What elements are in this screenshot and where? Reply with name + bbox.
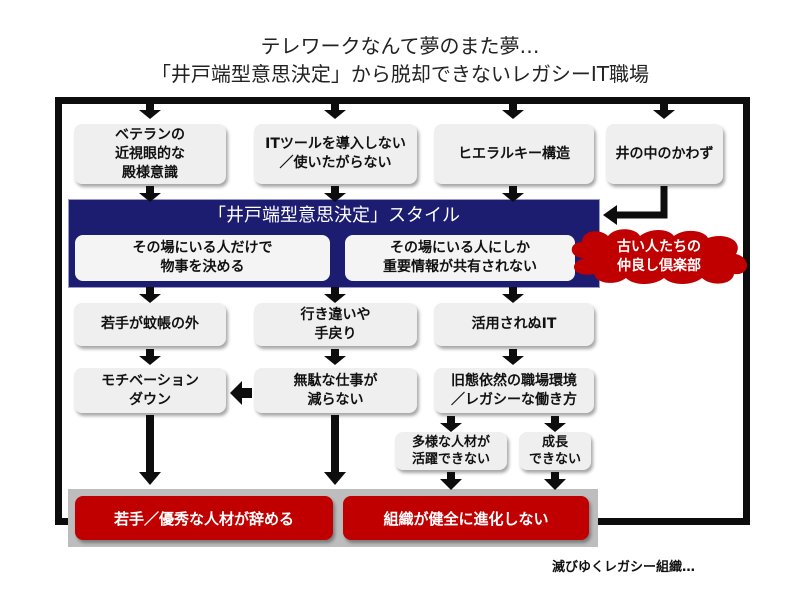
arrow-down-icon (139, 103, 161, 119)
style-item-info-not-shared: その場にいる人にしか 重要情報が共有されない (345, 235, 575, 281)
outcome-talent-leaves: 若手／優秀な人材が辞める (75, 496, 333, 540)
arrow-down-icon (440, 479, 462, 490)
style-item-decide-locally: その場にいる人だけで 物事を決める (75, 235, 330, 281)
arrow-down-icon (502, 349, 524, 365)
arrow-down-icon (324, 349, 346, 365)
arrow-down-icon (502, 186, 524, 202)
arrow-down-icon (440, 416, 462, 432)
style-block-title: 「井戸端型意思決定」スタイル (208, 205, 460, 226)
arrow-down-icon (139, 287, 161, 303)
cloud-label: 古い人たちの 仲良し倶楽部 (617, 239, 701, 274)
arrow-down-icon (544, 416, 566, 432)
arrow-down-icon (544, 479, 566, 490)
arrow-down-icon (324, 472, 346, 485)
effect-miscommunication: 行き違いや 手戻り (254, 303, 417, 346)
cause-box-it-tools: ITツールを導入しない ／使いたがらない (254, 124, 417, 184)
arrow-left-icon (603, 205, 617, 225)
arrow-down-icon (324, 287, 346, 303)
footer-caption: 滅びゆくレガシー組織… (552, 560, 696, 575)
title-line-2: 「井戸端型意思決定」から脱却できないレガシーIT職場 (150, 62, 650, 86)
arrow-down-icon (324, 103, 346, 119)
arrow-down-icon (139, 472, 161, 485)
effect-motivation-down: モチベーション ダウン (74, 368, 226, 413)
ido-bata-style-block: 「井戸端型意思決定」スタイル その場にいる人だけで 物事を決める その場にいる人… (68, 199, 600, 288)
arrow-shaft (240, 388, 252, 398)
title-line-1: テレワークなんて夢のまた夢… (260, 34, 540, 58)
arrow-down-icon (502, 287, 524, 303)
arrow-left-icon (230, 381, 242, 405)
effect-legacy-workplace: 旧態依然の職場環境 ／レガシーな働き方 (434, 368, 594, 413)
arrow-down-icon (139, 349, 161, 365)
effect-unused-it: 活用されぬIT (434, 303, 594, 346)
arrow-down-icon (653, 103, 675, 119)
effect-youth-excluded: 若手が蚊帳の外 (74, 303, 226, 346)
elbow-connector (615, 186, 668, 219)
cause-box-veteran: ベテランの 近視眼的な 殿様意識 (74, 124, 226, 184)
effect-diverse-talent-blocked: 多様な人材が 活躍できない (395, 432, 507, 470)
cause-box-frog-in-well: 井の中のかわず (606, 124, 723, 184)
outcome-no-evolution: 組織が健全に進化しない (343, 496, 589, 540)
cloud-shape (571, 229, 748, 284)
cause-box-hierarchy: ヒエラルキー構造 (434, 124, 594, 184)
effect-wasteful-work: 無駄な仕事が 減らない (254, 368, 417, 413)
old-timers-club-cloud: 古い人たちの 仲良し倶楽部 (564, 228, 754, 286)
arrow-down-icon (324, 186, 346, 202)
arrow-down-icon (139, 186, 161, 202)
arrow-down-icon (502, 103, 524, 119)
effect-no-growth: 成長 できない (519, 432, 591, 470)
